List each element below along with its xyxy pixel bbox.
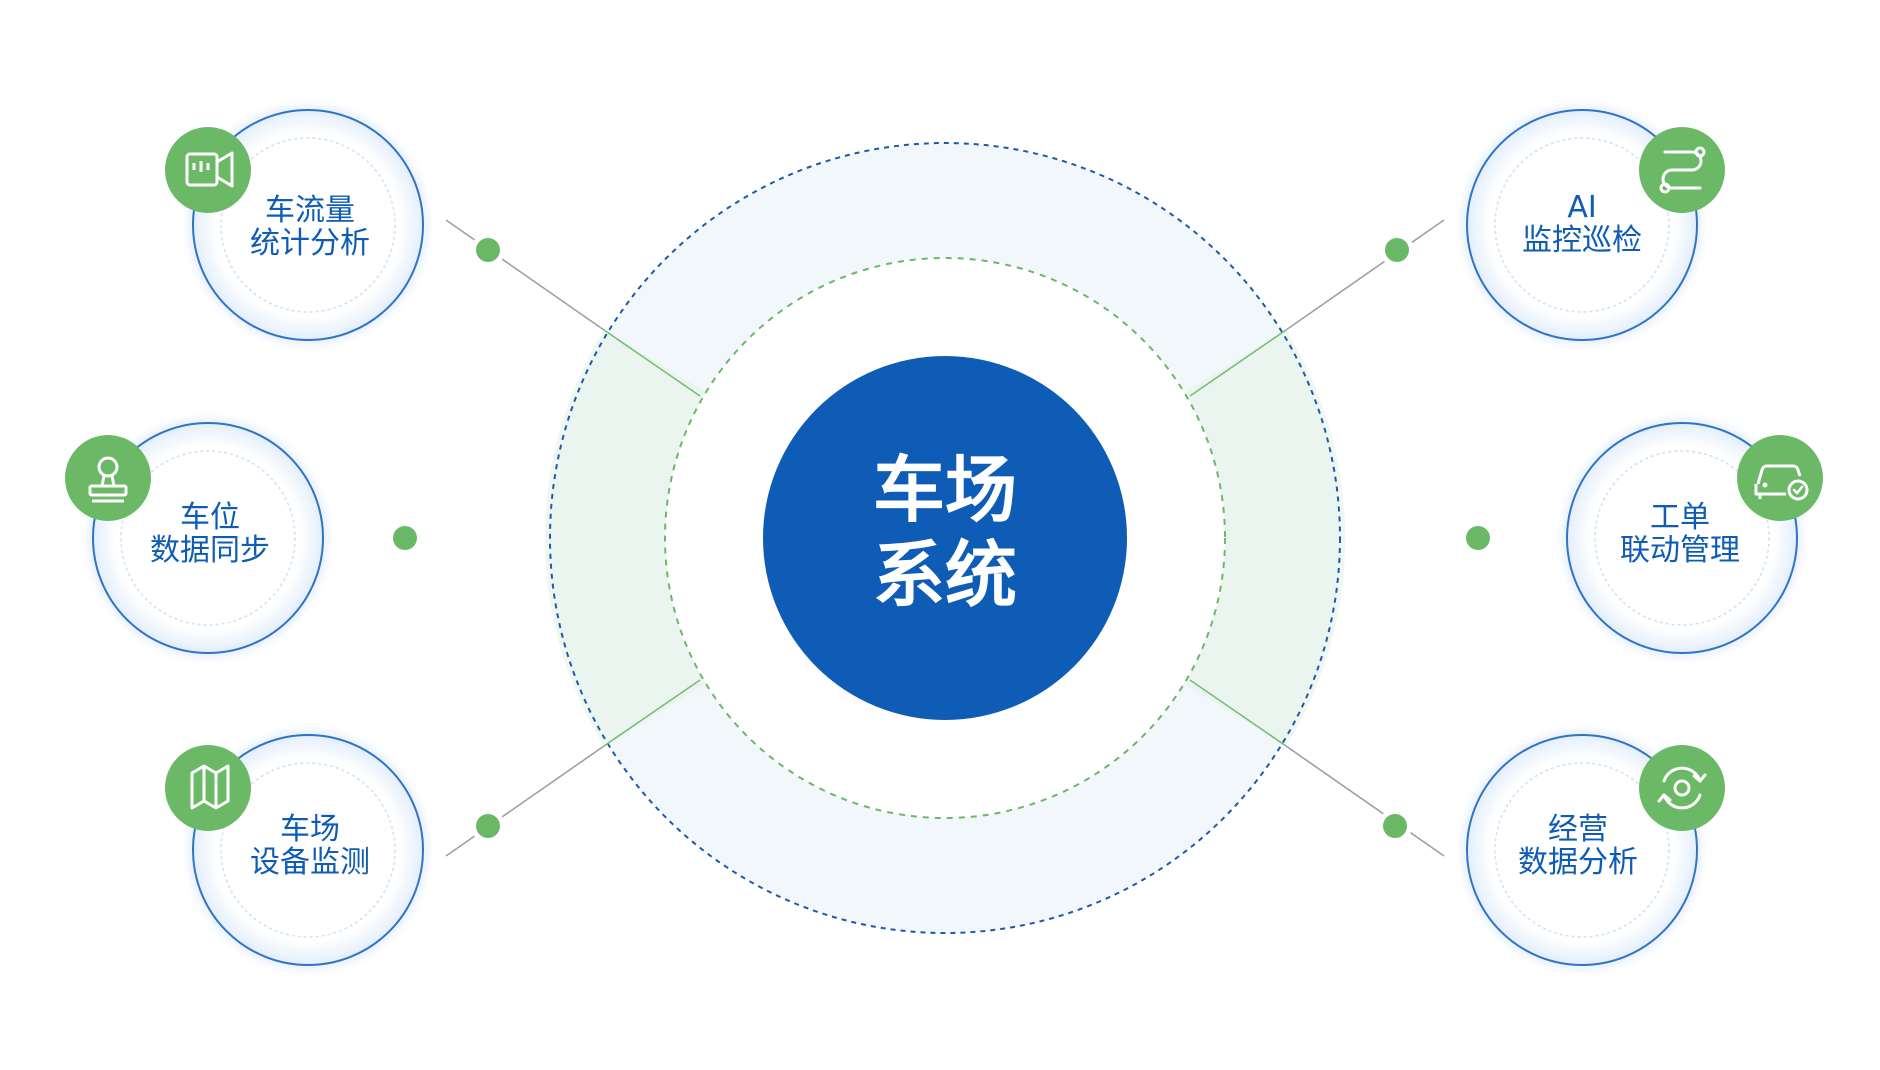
cycle-icon: [1639, 745, 1725, 831]
connector-dot: [1380, 233, 1414, 267]
node-ai-inspection-line2: 监控巡检: [1522, 223, 1642, 258]
node-parking-sync-line2: 数据同步: [150, 533, 270, 568]
center-title-line2: 系统: [873, 533, 1017, 617]
node-ai-inspection[interactable]: AI 监控巡检: [1462, 105, 1725, 345]
node-device-monitor-line2: 设备监测: [250, 845, 370, 880]
node-device-monitor[interactable]: 车场 设备监测: [165, 730, 428, 970]
connector-dot: [388, 521, 422, 555]
connector-dot: [471, 233, 505, 267]
video-camera-icon: [165, 127, 251, 213]
node-business-analysis[interactable]: 经营 数据分析: [1462, 730, 1725, 970]
node-workorder-line1: 工单: [1650, 500, 1710, 535]
node-workorder[interactable]: 工单 联动管理: [1562, 418, 1823, 658]
center-title-line1: 车场: [873, 448, 1017, 532]
node-business-analysis-line2: 数据分析: [1518, 845, 1638, 880]
node-parking-sync-line1: 车位: [180, 500, 240, 535]
node-business-analysis-line1: 经营: [1548, 812, 1608, 847]
node-workorder-line2: 联动管理: [1620, 533, 1740, 568]
node-traffic-analysis[interactable]: 车流量 统计分析: [165, 105, 428, 345]
connector-dot: [471, 809, 505, 843]
connectors: [445, 219, 1445, 857]
node-ai-inspection-line1: AI: [1567, 190, 1596, 225]
route-icon: [1639, 127, 1725, 213]
node-traffic-analysis-line1: 车流量: [265, 193, 355, 228]
connector-dots: [388, 233, 1495, 843]
map-icon: [165, 745, 251, 831]
connector-dot: [1378, 809, 1412, 843]
stamp-icon: [65, 435, 151, 521]
connector-dot: [1461, 521, 1495, 555]
node-device-monitor-line1: 车场: [280, 812, 340, 847]
center-node: 车场 系统: [763, 356, 1127, 720]
car-check-icon: [1737, 435, 1823, 521]
node-parking-sync[interactable]: 车位 数据同步: [65, 418, 328, 658]
node-traffic-analysis-line2: 统计分析: [250, 226, 370, 261]
